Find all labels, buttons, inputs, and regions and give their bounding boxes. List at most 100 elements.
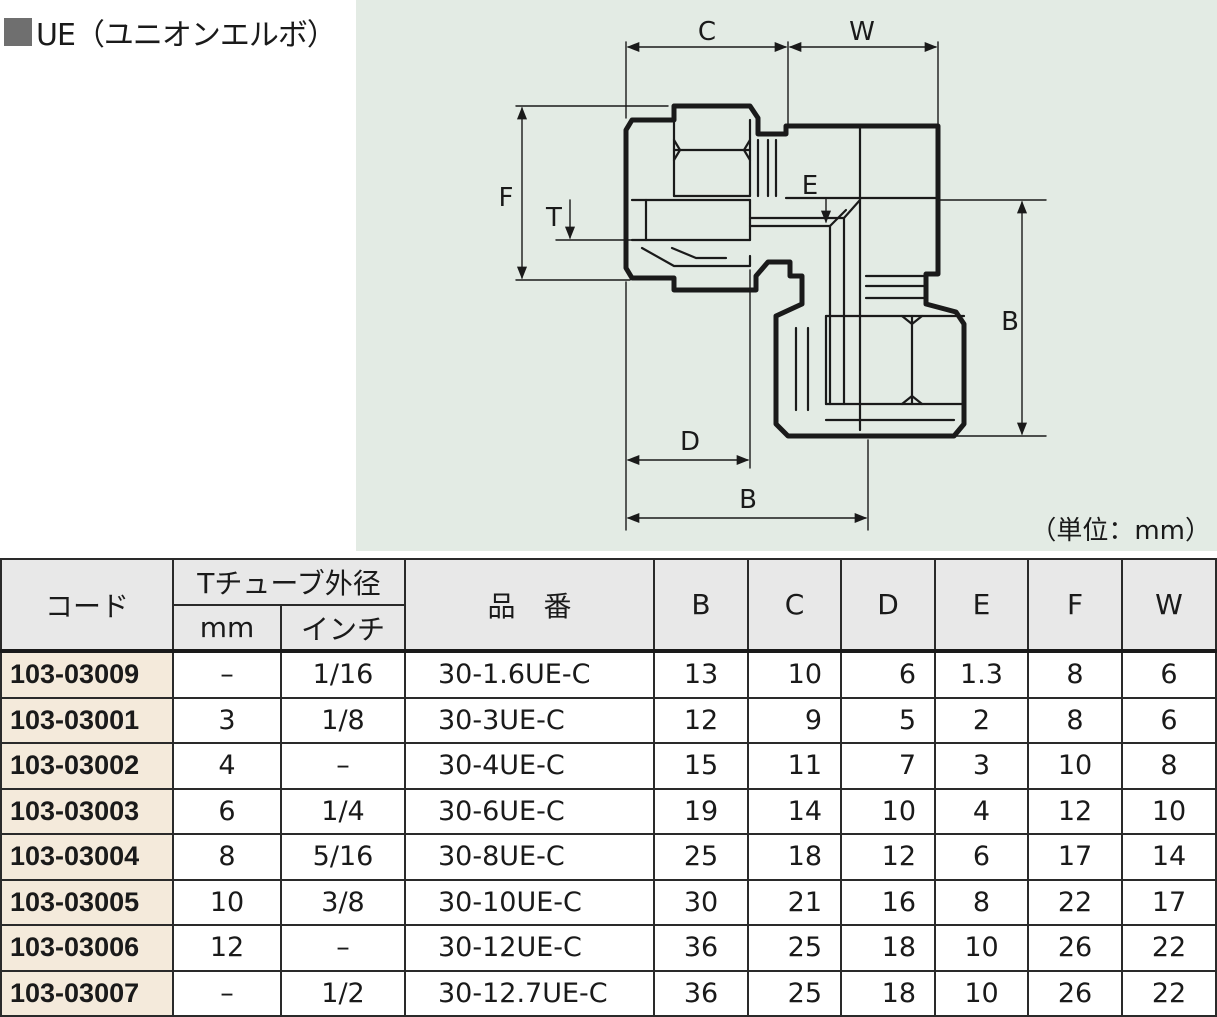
cell-w: 22 [1121, 924, 1217, 972]
cell-w: 6 [1121, 696, 1217, 744]
cell-inch: 3/8 [280, 878, 406, 926]
cell-code: 103-03006 [0, 924, 174, 972]
header-B: B [653, 558, 749, 652]
union-elbow-diagram: C W F T E B D B [499, 17, 1047, 531]
cell-e: 2 [934, 696, 1029, 744]
cell-f: 22 [1027, 878, 1123, 926]
cell-code: 103-03007 [0, 969, 174, 1017]
cell-part: 30-12UE-C [404, 924, 655, 972]
cell-d: 10 [840, 787, 936, 835]
cell-e: 1.3 [934, 650, 1029, 699]
cell-c: 9 [747, 696, 842, 744]
cell-c: 18 [747, 833, 842, 881]
cell-d: 5 [840, 696, 936, 744]
header-D: D [840, 558, 936, 652]
cell-f: 8 [1027, 696, 1123, 744]
cell-d: 16 [840, 878, 936, 926]
header-tube-od: Tチューブ外径 [172, 558, 406, 606]
header-part-no: 品 番 [404, 558, 655, 652]
cell-e: 10 [934, 924, 1029, 972]
cell-code: 103-03005 [0, 878, 174, 926]
cell-part: 30-8UE-C [404, 833, 655, 881]
cell-e: 3 [934, 742, 1029, 790]
body-outline [623, 103, 967, 439]
unit-note: （単位：mm） [1030, 516, 1211, 546]
dim-label-E: E [802, 171, 818, 201]
dim-label-B-right: B [1001, 307, 1019, 337]
cell-d: 18 [840, 969, 936, 1017]
title-text: UE（ユニオンエルボ） [36, 18, 337, 53]
square-bullet-icon [4, 18, 32, 46]
cell-b: 36 [653, 924, 749, 972]
cell-part: 30-4UE-C [404, 742, 655, 790]
cell-inch: 1/8 [280, 696, 406, 744]
cell-c: 10 [747, 650, 842, 699]
cell-code: 103-03002 [0, 742, 174, 790]
cell-b: 13 [653, 650, 749, 699]
cell-code: 103-03009 [0, 650, 174, 699]
header-C: C [747, 558, 842, 652]
cell-w: 17 [1121, 878, 1217, 926]
cell-inch: 1/16 [280, 650, 406, 699]
cell-mm: – [172, 650, 282, 699]
cell-c: 14 [747, 787, 842, 835]
cell-e: 10 [934, 969, 1029, 1017]
dim-label-T: T [545, 203, 562, 233]
cell-inch: 1/4 [280, 787, 406, 835]
cell-inch: 1/2 [280, 969, 406, 1017]
header-E: E [934, 558, 1029, 652]
cell-c: 11 [747, 742, 842, 790]
cell-f: 12 [1027, 787, 1123, 835]
cell-c: 25 [747, 969, 842, 1017]
cell-part: 30-3UE-C [404, 696, 655, 744]
cell-b: 19 [653, 787, 749, 835]
cell-b: 15 [653, 742, 749, 790]
dim-label-C: C [698, 17, 716, 47]
cell-code: 103-03003 [0, 787, 174, 835]
cell-code: 103-03004 [0, 833, 174, 881]
dim-label-D: D [680, 427, 700, 457]
cell-w: 6 [1121, 650, 1217, 699]
cell-d: 18 [840, 924, 936, 972]
header-W: W [1121, 558, 1217, 652]
cell-e: 4 [934, 787, 1029, 835]
cell-mm: – [172, 969, 282, 1017]
header-code: コード [0, 558, 174, 652]
cell-d: 6 [840, 650, 936, 699]
dim-label-B-bottom: B [739, 485, 757, 515]
cell-b: 12 [653, 696, 749, 744]
cell-d: 7 [840, 742, 936, 790]
cell-b: 30 [653, 878, 749, 926]
cell-c: 25 [747, 924, 842, 972]
dimension-drawing: C W F T E B D B （単位：mm） [356, 0, 1217, 551]
cell-f: 10 [1027, 742, 1123, 790]
dim-label-W: W [849, 17, 875, 47]
cell-mm: 4 [172, 742, 282, 790]
cell-inch: – [280, 924, 406, 972]
cell-f: 26 [1027, 924, 1123, 972]
cell-d: 12 [840, 833, 936, 881]
cell-part: 30-12.7UE-C [404, 969, 655, 1017]
dim-label-F: F [499, 183, 514, 213]
cell-w: 8 [1121, 742, 1217, 790]
cell-b: 36 [653, 969, 749, 1017]
cell-part: 30-1.6UE-C [404, 650, 655, 699]
cell-part: 30-10UE-C [404, 878, 655, 926]
cell-w: 10 [1121, 787, 1217, 835]
cell-w: 14 [1121, 833, 1217, 881]
cell-mm: 6 [172, 787, 282, 835]
header-mm: mm [172, 604, 282, 652]
cell-mm: 3 [172, 696, 282, 744]
cell-code: 103-03001 [0, 696, 174, 744]
cell-b: 25 [653, 833, 749, 881]
cell-f: 26 [1027, 969, 1123, 1017]
spec-table: コード Tチューブ外径 品 番 B C D E F W mm インチ 103-0… [0, 558, 1217, 1017]
